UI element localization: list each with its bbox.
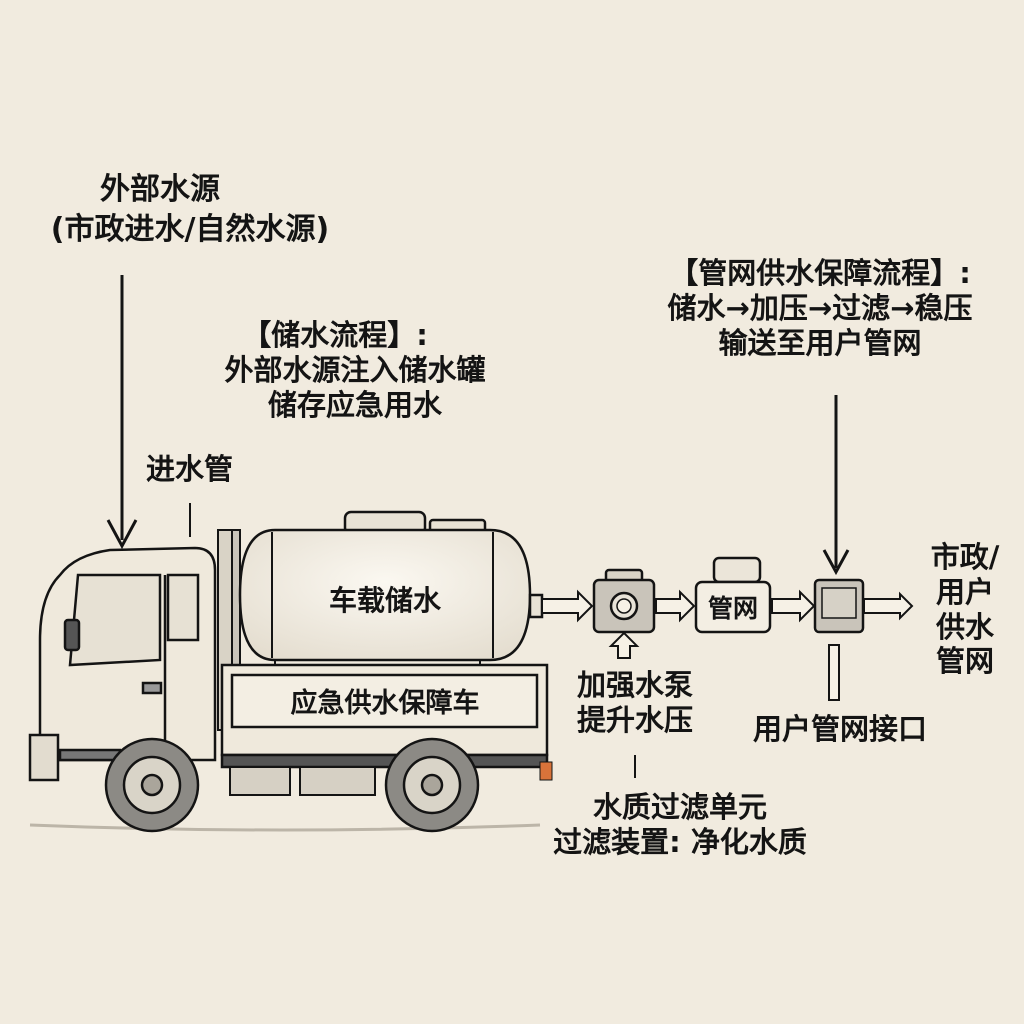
- filter-unit-line1: 水质过滤单元: [592, 790, 767, 824]
- pressure-stabilizer-icon: [813, 578, 865, 634]
- destination-line4: 管网: [935, 644, 994, 679]
- ground-line: [29, 823, 541, 832]
- external-source-arrow: [106, 275, 138, 550]
- storage-process-label: 【储水流程】: 外部水源注入储水罐 储存应急用水: [195, 318, 515, 422]
- external-source-subtitle: (市政进水/自然水源): [50, 212, 330, 247]
- external-source-title: 外部水源: [100, 172, 220, 207]
- filter-unit-label: 水质过滤单元 过滤装置: 净化水质: [520, 790, 840, 860]
- storage-process-line2: 储存应急用水: [267, 387, 442, 422]
- pump-label-line1: 加强水泵: [576, 668, 693, 702]
- destination-line3: 供水: [935, 609, 994, 644]
- network-process-line2: 输送至用户管网: [718, 325, 922, 360]
- flow-arrow-tank-to-pump: [541, 589, 594, 623]
- storage-process-heading: 【储水流程】:: [242, 318, 428, 352]
- pump-up-arrow-icon: [608, 631, 640, 659]
- destination-line1: 市政/: [930, 540, 1000, 574]
- rear-wheel: [384, 737, 480, 833]
- pump-icon: [592, 568, 656, 634]
- tank-label: 车载储水: [329, 584, 442, 617]
- truck-body-label: 应急供水保障车: [291, 687, 480, 719]
- network-process-line1: 储水→加压→过滤→稳压: [667, 290, 973, 325]
- network-process-heading: 【管网供水保障流程】:: [669, 256, 971, 290]
- user-interface-pipe: [828, 644, 840, 701]
- flow-arrow-network-to-stabilizer: [771, 589, 816, 623]
- flow-arrow-pump-to-network: [655, 589, 696, 623]
- destination-label: 市政/ 用户 供水 管网: [915, 540, 1015, 679]
- truck-chassis: [229, 766, 376, 796]
- network-process-arrow: [822, 395, 850, 576]
- external-source-label: 外部水源 (市政进水/自然水源): [30, 172, 350, 248]
- pipe-network-box: [694, 556, 772, 634]
- pipe-network-box-label: 管网: [708, 594, 758, 623]
- inlet-pipe-label: 进水管: [146, 452, 234, 486]
- storage-process-line1: 外部水源注入储水罐: [224, 352, 486, 387]
- truck-cab: [28, 546, 217, 782]
- water-tank: [238, 510, 544, 668]
- flow-arrow-to-destination: [863, 591, 914, 621]
- network-process-label: 【管网供水保障流程】: 储水→加压→过滤→稳压 输送至用户管网: [630, 256, 1010, 360]
- pump-label-line2: 提升水压: [576, 702, 693, 737]
- filter-unit-line2: 过滤装置: 净化水质: [553, 824, 807, 859]
- truck-body: [220, 663, 553, 781]
- user-interface-label: 用户管网接口: [752, 712, 927, 746]
- pump-label: 加强水泵 提升水压: [560, 668, 710, 738]
- destination-line2: 用户: [935, 574, 994, 609]
- front-wheel: [104, 737, 200, 833]
